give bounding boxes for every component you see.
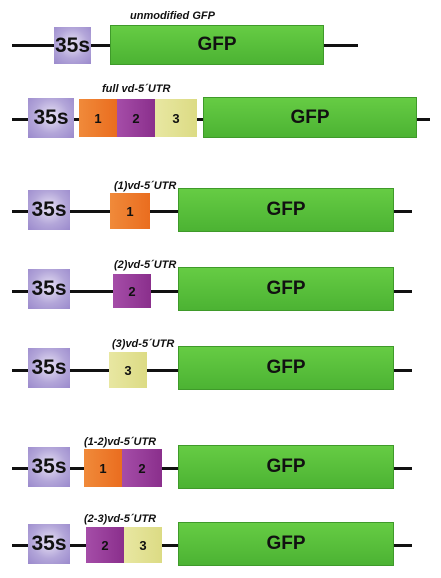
utr-segment-2: 2: [86, 527, 124, 563]
construct-label: full vd-5´UTR: [102, 83, 171, 95]
promoter-35s-box: 35s: [28, 524, 70, 564]
construct-label: (2)vd-5´UTR: [114, 259, 177, 271]
utr-segment-2: 2: [117, 99, 155, 137]
gfp-box: GFP: [178, 522, 394, 566]
construct-label: (1)vd-5´UTR: [114, 180, 177, 192]
promoter-35s-box: 35s: [28, 98, 74, 138]
promoter-35s-box: 35s: [28, 447, 70, 487]
construct-label: (3)vd-5´UTR: [112, 338, 175, 350]
utr-segment-2: 2: [122, 449, 162, 487]
utr-segment-3: 3: [155, 99, 197, 137]
gfp-box: GFP: [178, 188, 394, 232]
utr-segment-1: 1: [84, 449, 122, 487]
gfp-box: GFP: [110, 25, 324, 65]
utr-segment-1: 1: [79, 99, 117, 137]
promoter-35s-box: 35s: [28, 348, 70, 388]
promoter-35s-box: 35s: [54, 27, 91, 64]
gfp-box: GFP: [178, 346, 394, 390]
construct-label: (1-2)vd-5´UTR: [84, 436, 157, 448]
utr-segment-1: 1: [110, 193, 150, 229]
utr-segment-2: 2: [113, 274, 151, 308]
utr-segment-3: 3: [124, 527, 162, 563]
gfp-box: GFP: [178, 267, 394, 311]
promoter-35s-box: 35s: [28, 269, 70, 309]
construct-label: unmodified GFP: [130, 10, 215, 22]
utr-segment-3: 3: [109, 352, 147, 388]
gfp-box: GFP: [203, 97, 417, 138]
gfp-box: GFP: [178, 445, 394, 489]
promoter-35s-box: 35s: [28, 190, 70, 230]
construct-label: (2-3)vd-5´UTR: [84, 513, 157, 525]
